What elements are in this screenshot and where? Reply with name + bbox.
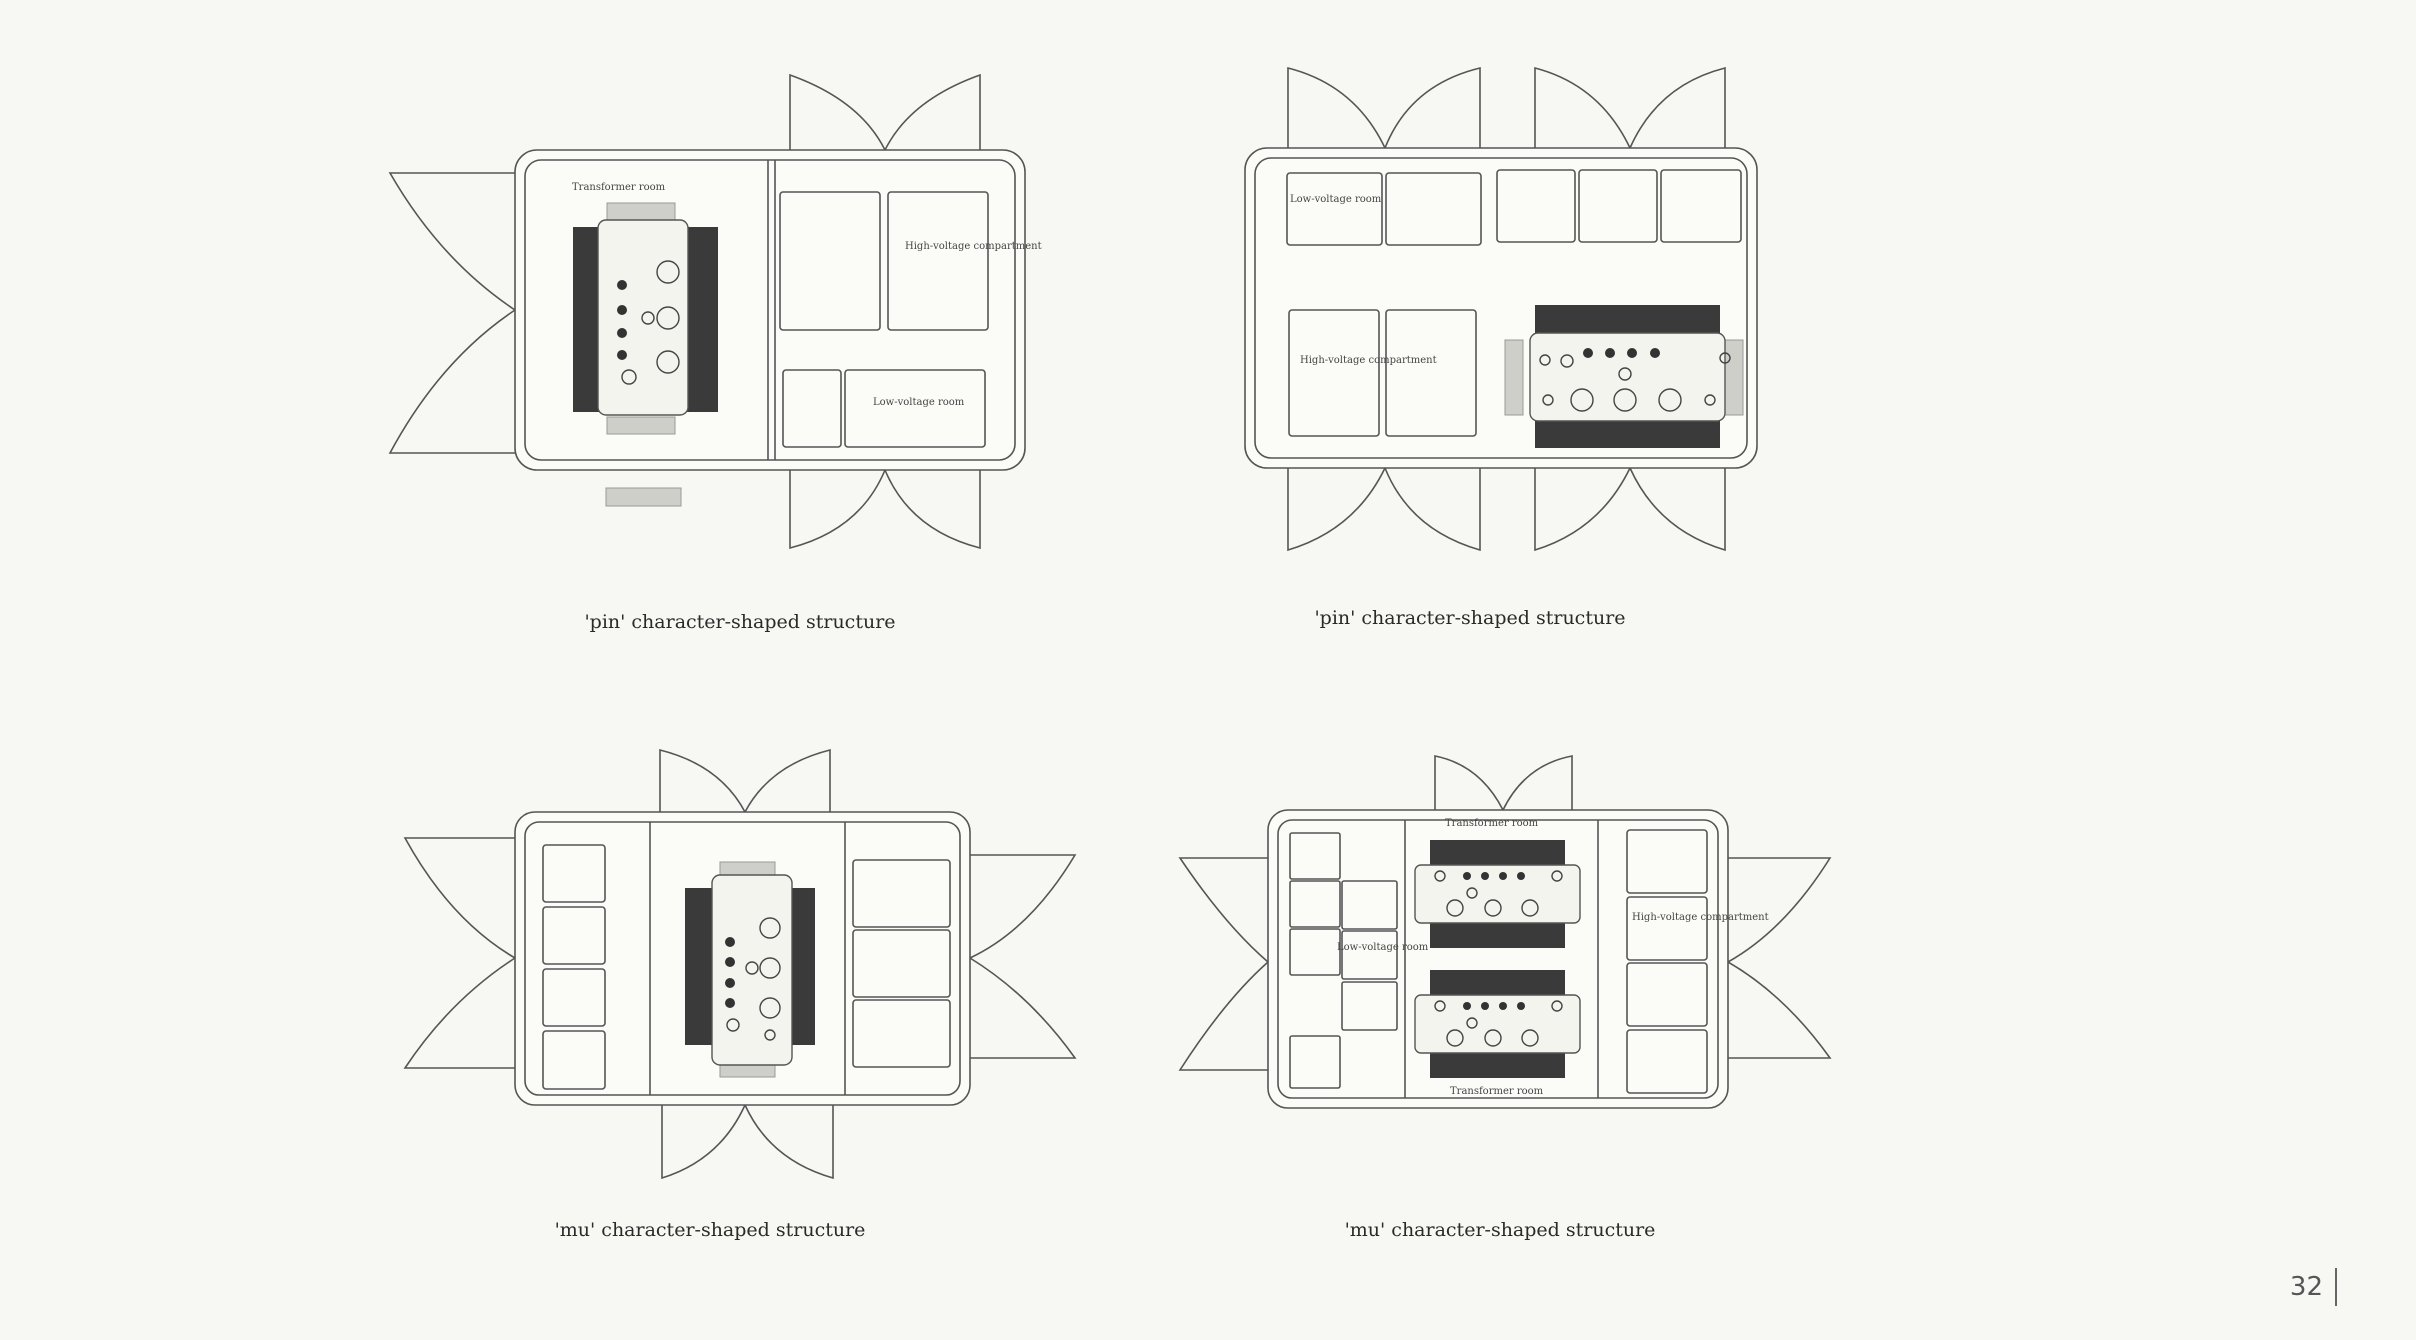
cell bbox=[1286, 172, 1383, 246]
transformer bbox=[573, 202, 718, 435]
caption-4: 'mu' character-shaped structure bbox=[1345, 1219, 1656, 1241]
cell bbox=[1341, 981, 1398, 1031]
petal-bottom bbox=[661, 1103, 834, 1180]
label-low-voltage: Low-voltage room bbox=[873, 397, 965, 408]
cell bbox=[542, 1030, 606, 1090]
petal-top bbox=[1434, 755, 1573, 812]
building-inner-outline bbox=[1254, 157, 1748, 459]
cell bbox=[779, 191, 881, 331]
cell bbox=[542, 968, 606, 1027]
cell bbox=[542, 844, 606, 903]
label-high-voltage: High-voltage compartment bbox=[1632, 912, 1769, 923]
cell bbox=[782, 369, 842, 448]
caption-3: 'mu' character-shaped structure bbox=[555, 1219, 866, 1241]
petal-left bbox=[1178, 857, 1270, 1071]
label-high-voltage: High-voltage compartment bbox=[1300, 355, 1437, 366]
transformer-lower bbox=[1414, 970, 1581, 1078]
bar-detail bbox=[605, 487, 682, 507]
cell bbox=[1496, 169, 1576, 243]
label-transformer-room-top: Transformer room bbox=[1445, 818, 1539, 829]
petal-top bbox=[659, 748, 831, 814]
petal-top bbox=[1534, 66, 1726, 150]
label-transformer-room: Transformer room bbox=[572, 182, 666, 193]
caption-1: 'pin' character-shaped structure bbox=[584, 611, 895, 633]
cell bbox=[1385, 309, 1477, 437]
cell bbox=[542, 906, 606, 965]
cell bbox=[1341, 880, 1398, 930]
cell bbox=[852, 929, 951, 998]
page-number: 32 bbox=[2290, 1268, 2337, 1306]
cell bbox=[1626, 1029, 1708, 1094]
petal-bottom bbox=[1287, 466, 1481, 552]
cell bbox=[1578, 169, 1658, 243]
layout-mu-2: Transformer room Low-voltage room High-v… bbox=[1178, 755, 1832, 1241]
petal-left bbox=[388, 172, 517, 454]
cell bbox=[1626, 962, 1708, 1027]
petal-left bbox=[403, 837, 517, 1069]
label-low-voltage: Low-voltage room bbox=[1290, 194, 1382, 205]
cell bbox=[1626, 829, 1708, 894]
cell bbox=[1341, 930, 1398, 980]
label-transformer-room-bottom: Transformer room bbox=[1450, 1086, 1544, 1097]
caption-2: 'pin' character-shaped structure bbox=[1314, 607, 1625, 629]
cell bbox=[1660, 169, 1742, 243]
layout-mu-1: 'mu' character-shaped structure bbox=[403, 748, 1077, 1241]
petal-right bbox=[1726, 857, 1832, 1059]
cell bbox=[1626, 896, 1708, 961]
label-high-voltage: High-voltage compartment bbox=[905, 241, 1042, 252]
building-inner-outline bbox=[1277, 819, 1719, 1099]
building-inner-outline bbox=[524, 159, 1016, 461]
transformer-upper bbox=[1414, 840, 1581, 948]
layout-pin-1: Transformer room High-voltage compartmen… bbox=[388, 73, 1042, 633]
cell bbox=[1289, 1035, 1341, 1089]
cell bbox=[1288, 309, 1380, 437]
transformer bbox=[1504, 305, 1744, 448]
cell bbox=[1289, 880, 1341, 928]
petal-top bbox=[1287, 66, 1481, 150]
petal-bottom bbox=[1534, 466, 1726, 552]
cell bbox=[852, 999, 951, 1068]
label-low-voltage: Low-voltage room bbox=[1337, 942, 1429, 953]
cell bbox=[852, 859, 951, 928]
cell bbox=[1289, 832, 1341, 880]
petal-bottom bbox=[789, 467, 981, 550]
cell bbox=[1289, 928, 1341, 976]
layout-pin-2: Low-voltage room High-voltage compartmen… bbox=[1244, 66, 1758, 629]
transformer bbox=[685, 861, 815, 1078]
petal-right bbox=[968, 854, 1077, 1059]
building-inner-outline bbox=[524, 821, 961, 1096]
petal-top bbox=[789, 73, 981, 152]
building-outline bbox=[1267, 809, 1729, 1109]
cell bbox=[887, 191, 989, 331]
cell bbox=[1385, 172, 1482, 246]
cell bbox=[844, 369, 986, 448]
